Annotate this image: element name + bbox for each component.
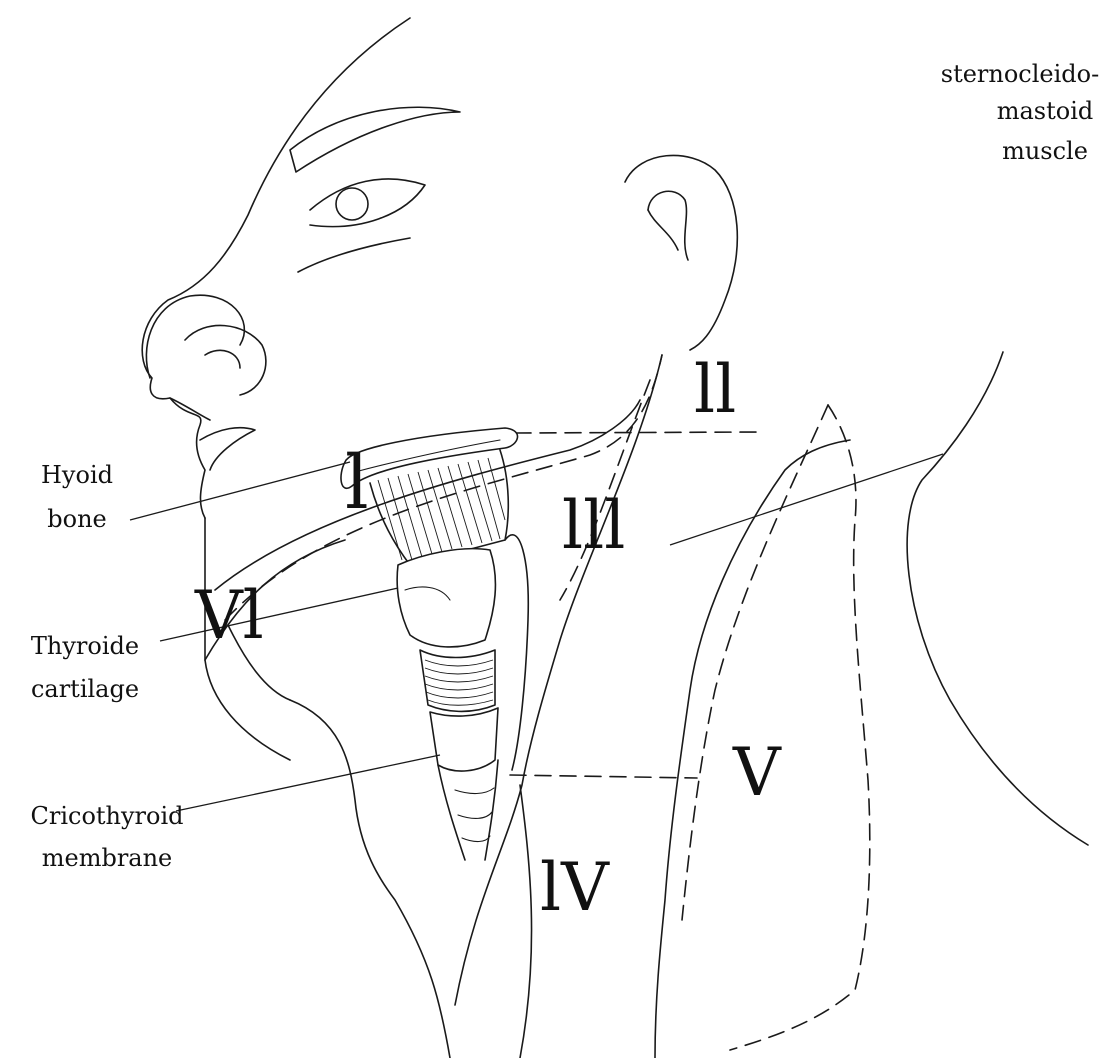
upper-lip [170,398,210,420]
eyebrow [290,107,460,172]
ear-inner-curl [648,210,678,250]
thyroid-cartilage-shape [397,549,495,647]
cricothyroid-leader-line [176,755,440,811]
level-v-label: V [732,734,782,811]
level-iv-label: lV [540,849,610,926]
cricoid-cartilage [430,708,498,771]
sternal-notch-line [520,785,532,1058]
nose-outline [146,295,244,378]
ear-inner [648,191,688,260]
nostril [185,325,266,395]
cricothyroid-label-line2: membrane [42,844,173,872]
nostril-inner [205,350,240,368]
hyoid-level-line [515,432,760,433]
thyroid-label-line2: cartilage [31,675,139,703]
scm-label-line2: mastoid [997,97,1094,125]
eye-pupil [336,188,368,220]
nape-outline [907,352,1088,845]
trachea-rings [455,788,494,842]
thyroid-lamina [505,535,528,770]
level-ii-label: ll [694,351,736,428]
cricothyroid-label-line1: Cricothyroid [30,802,183,830]
scm-label-line3: muscle [1002,137,1088,165]
hyoid-leader-line [130,462,350,520]
scm-label-line1: sternocleido- [941,60,1099,88]
scm-leader-line [670,454,943,545]
anterior-neck-line [290,700,450,1058]
cricoid-level-line [510,775,697,778]
trachea-outline [438,760,498,860]
hyoid-label-line2: bone [47,505,106,533]
level-iii-label: lll [562,487,625,564]
hyoid-label-line1: Hyoid [41,461,113,489]
face-profile-outline [142,18,410,518]
lower-lip [200,428,255,470]
scm-muscle-dashed-front [682,405,828,920]
under-eye-line [298,238,410,272]
ear-outline [625,155,737,350]
thyroid-label-line1: Thyroide [31,632,139,660]
level-i-label: l [345,440,369,526]
level-vi-label: Vl [194,577,264,654]
cricothyroid-hatching [425,660,493,705]
